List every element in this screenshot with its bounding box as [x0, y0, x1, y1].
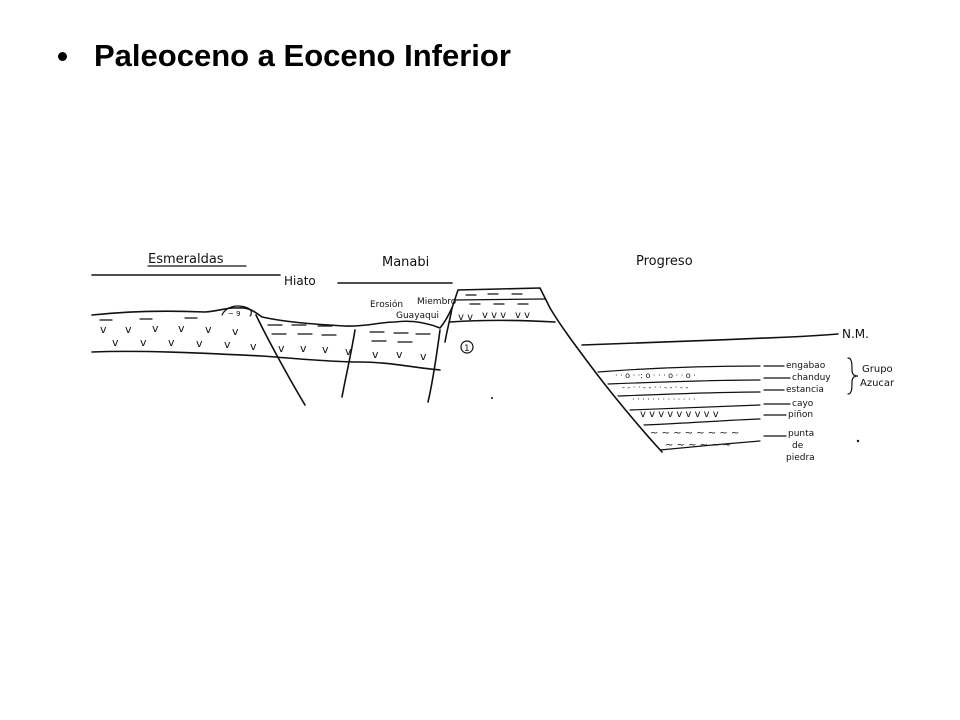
group-brace: [847, 357, 859, 395]
svg-text:v: v: [224, 338, 231, 351]
svg-text:v: v: [168, 336, 175, 349]
svg-text:v: v: [300, 342, 307, 355]
nm-label: N.M.: [842, 327, 869, 341]
bullet-icon: [58, 51, 67, 61]
erosion-label: Erosión: [370, 299, 403, 310]
svg-text:~ ~ ~ ~ ~ ~: ~ ~ ~ ~ ~ ~: [665, 440, 731, 451]
formation-label-de: de: [792, 441, 804, 451]
svg-text:v: v: [178, 322, 185, 335]
hiato-label: Hiato: [284, 274, 316, 288]
svg-text:v v: v v: [515, 310, 530, 321]
svg-text:v: v: [396, 348, 403, 361]
horst-dashes: [465, 293, 529, 305]
svg-text:v: v: [125, 323, 132, 336]
slide-title-text: Paleoceno a Eoceno Inferior: [94, 38, 511, 73]
svg-text:v: v: [322, 343, 329, 356]
slide-title: Paleoceno a Eoceno Inferior: [58, 38, 511, 74]
svg-text:v: v: [278, 342, 285, 355]
svg-text:v: v: [232, 325, 239, 338]
svg-text:v: v: [372, 348, 379, 361]
group-label-line2: Azucar: [860, 378, 895, 389]
svg-text:v: v: [100, 323, 107, 336]
svg-text:v: v: [152, 322, 159, 335]
bump-marks: ~ 9: [228, 310, 241, 318]
svg-text:v: v: [196, 337, 203, 350]
formation-label-pinon: piñon: [788, 410, 813, 420]
svg-text:v: v: [420, 350, 427, 363]
region-label-progreso: Progreso: [636, 254, 693, 269]
miembro-label: Miembro: [417, 297, 457, 307]
svg-text:v: v: [250, 340, 257, 353]
region-label-esmeraldas: Esmeraldas: [148, 252, 224, 267]
left-basin-dashes: [99, 317, 431, 343]
svg-text:v v v: v v v: [482, 310, 506, 321]
svg-text:· · o · ·: o · · · o · · o ·: · · o · ·: o · · · o · · o ·: [615, 371, 696, 380]
svg-text:· · · · · · · · · · · · ·: · · · · · · · · · · · · ·: [632, 395, 696, 404]
svg-text:v: v: [205, 323, 212, 336]
formation-label-piedra: piedra: [786, 453, 815, 463]
svg-text:v: v: [112, 336, 119, 349]
progreso-fill-marks: · · o · ·: o · · · o · · o · - - · · - -…: [615, 371, 739, 451]
left-basin-v-marks: v v v v v v v v v v v v v v v v v v v: [100, 322, 427, 363]
group-label-line1: Grupo: [862, 364, 893, 375]
guayaqui-label: Guayaqui: [396, 311, 439, 321]
svg-text:v: v: [140, 336, 147, 349]
svg-text:~ ~ ~ ~ ~ ~ ~ ~: ~ ~ ~ ~ ~ ~ ~ ~: [650, 428, 739, 439]
formation-arrows: [763, 365, 791, 437]
svg-text:- - · · - - · · - - · - -: - - · · - - · · - - · - -: [622, 383, 688, 392]
region-label-manabi: Manabi: [382, 255, 429, 270]
formation-label-estancia: estancia: [786, 385, 824, 395]
formation-label-chanduy: chanduy: [792, 373, 831, 383]
svg-text:v v v v v v v v v: v v v v v v v v v: [640, 409, 719, 420]
formation-label-cayo: cayo: [792, 399, 814, 409]
formation-label-punta: punta: [788, 429, 814, 439]
svg-text:v v: v v: [458, 312, 473, 323]
formation-label-engabao: engabao: [786, 361, 826, 371]
svg-text:v: v: [345, 345, 352, 358]
horst-v-marks: v v v v v v v: [458, 310, 530, 323]
circle-number-label: 1: [464, 344, 470, 354]
